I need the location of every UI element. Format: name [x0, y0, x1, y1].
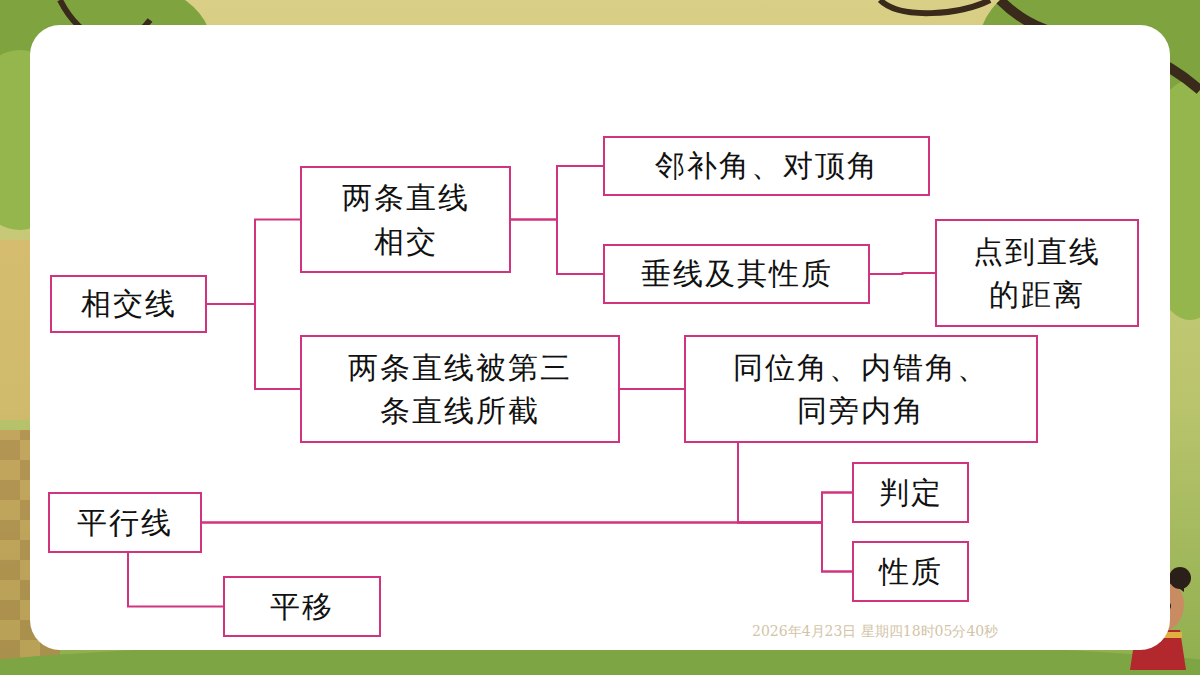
connector-line	[128, 553, 223, 607]
box-text: 性质	[869, 550, 953, 594]
connector-line	[870, 273, 935, 274]
connector-line	[738, 443, 852, 572]
connector-line	[620, 388, 684, 390]
box-text: 平行线	[67, 501, 183, 545]
box-text: 平移	[260, 585, 344, 629]
timestamp-watermark: 2026年4月23日 星期四18时05分40秒	[752, 623, 998, 641]
connector-line	[511, 166, 603, 220]
box-text: 两条直线被第三 条直线所截	[302, 346, 618, 433]
box-text: 垂线及其性质	[631, 252, 843, 296]
connector-line	[202, 493, 852, 523]
box-text: 邻补角、对顶角	[645, 144, 889, 188]
box-text: 判定	[869, 471, 953, 515]
concept-box: 两条直线被第三 条直线所截	[300, 335, 620, 443]
concept-box: 邻补角、对顶角	[603, 136, 930, 196]
connector-line	[207, 220, 300, 305]
connector-line	[207, 304, 300, 389]
concept-box: 点到直线 的距离	[935, 219, 1139, 327]
connector-line	[202, 523, 852, 572]
concept-box: 两条直线 相交	[300, 166, 511, 273]
connector-line	[511, 220, 603, 275]
box-text: 点到直线 的距离	[937, 230, 1137, 317]
concept-box: 性质	[852, 541, 969, 602]
concept-box: 判定	[852, 462, 969, 523]
concept-box: 平行线	[48, 492, 202, 553]
concept-box: 相交线	[50, 275, 207, 333]
concept-box: 同位角、内错角、 同旁内角	[684, 335, 1038, 443]
box-text: 同位角、内错角、 同旁内角	[686, 346, 1036, 433]
box-text: 相交线	[71, 282, 187, 326]
concept-box: 平移	[223, 576, 381, 637]
connector-line	[738, 443, 852, 523]
box-text: 两条直线 相交	[302, 176, 509, 263]
concept-box: 垂线及其性质	[603, 244, 870, 304]
